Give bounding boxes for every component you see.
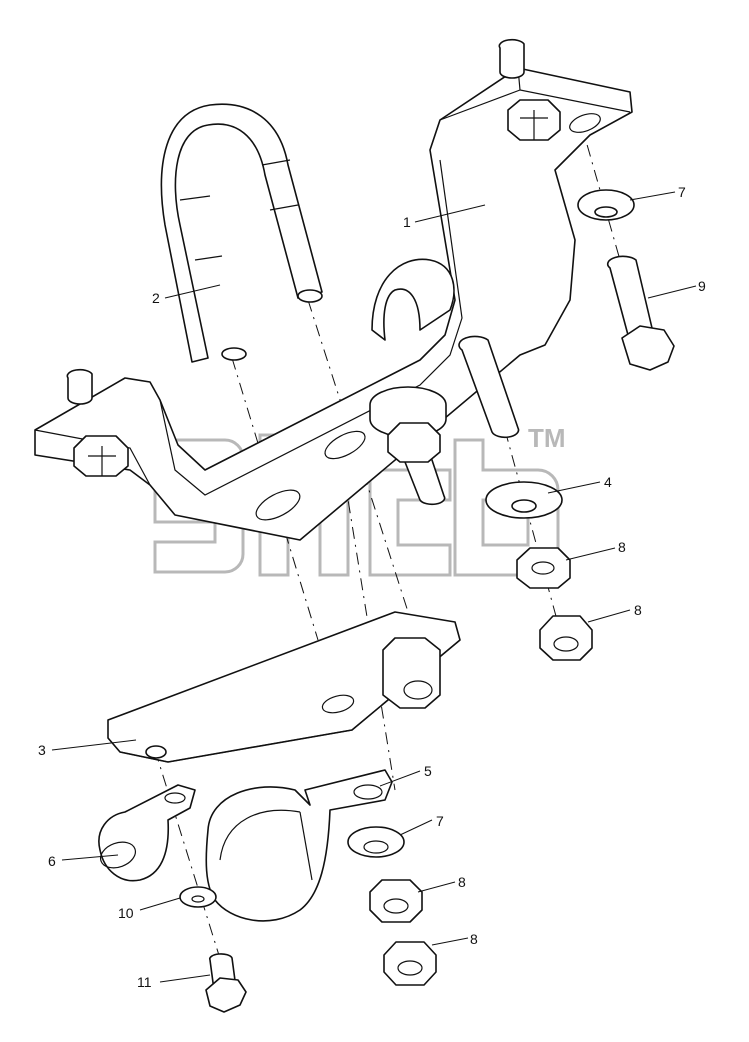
leader-lines (51, 191, 697, 983)
callout-6: 6 (48, 853, 56, 869)
nut-8-d (383, 941, 437, 986)
callout-5: 5 (424, 763, 432, 779)
bolt-9 (606, 255, 675, 371)
nut-8-c (369, 879, 423, 923)
washer-4 (485, 481, 563, 519)
callout-8-d: 8 (470, 931, 478, 947)
washer-7-upper (577, 189, 635, 221)
watermark-trademark: TM (528, 423, 566, 453)
u-bolt (160, 103, 323, 363)
washer-7-lower (347, 826, 405, 858)
callout-4: 4 (604, 474, 612, 490)
callout-7-upper: 7 (678, 184, 686, 200)
nut-8-b (539, 615, 593, 661)
callout-1: 1 (403, 214, 411, 230)
washer-10 (179, 886, 217, 908)
main-bracket (34, 38, 633, 541)
callout-8-a: 8 (618, 539, 626, 555)
lower-plate (107, 611, 461, 763)
callout-3: 3 (38, 742, 46, 758)
callout-10: 10 (118, 905, 134, 921)
pin-bolt (458, 335, 520, 439)
callout-9: 9 (698, 278, 706, 294)
callout-2: 2 (152, 290, 160, 306)
callout-11: 11 (137, 974, 152, 990)
callout-labels: 1 2 3 4 5 6 7 7 8 8 8 8 9 10 11 (38, 184, 706, 990)
callout-8-b: 8 (634, 602, 642, 618)
bolt-11 (205, 953, 247, 1013)
callout-8-c: 8 (458, 874, 466, 890)
center-bolt (387, 422, 446, 506)
callout-7-lower: 7 (436, 813, 444, 829)
clamp-6 (98, 784, 196, 882)
nut-8-a (516, 547, 571, 589)
